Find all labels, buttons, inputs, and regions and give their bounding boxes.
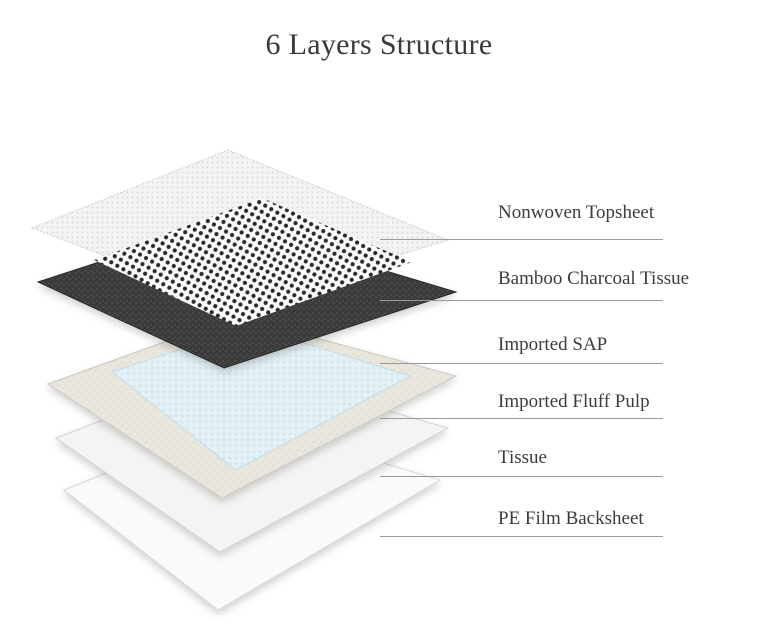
mesh-cutout <box>94 198 412 326</box>
label-bamboo-charcoal-tissue: Bamboo Charcoal Tissue <box>498 268 690 289</box>
leader-line-pulp <box>380 418 663 419</box>
leader-line-pe-film <box>380 536 663 537</box>
leader-line-topsheet <box>380 239 663 240</box>
leader-line-charcoal <box>380 300 663 301</box>
leader-line-sap <box>380 363 663 364</box>
label-pe-film-backsheet: PE Film Backsheet <box>498 508 644 529</box>
label-tissue: Tissue <box>498 447 547 468</box>
diagram-title: 6 Layers Structure <box>265 28 493 61</box>
label-nonwoven-topsheet: Nonwoven Topsheet <box>498 202 655 223</box>
label-imported-sap: Imported SAP <box>498 334 608 355</box>
leader-line-tissue <box>380 476 663 477</box>
label-imported-fluff-pulp: Imported Fluff Pulp <box>498 391 650 412</box>
